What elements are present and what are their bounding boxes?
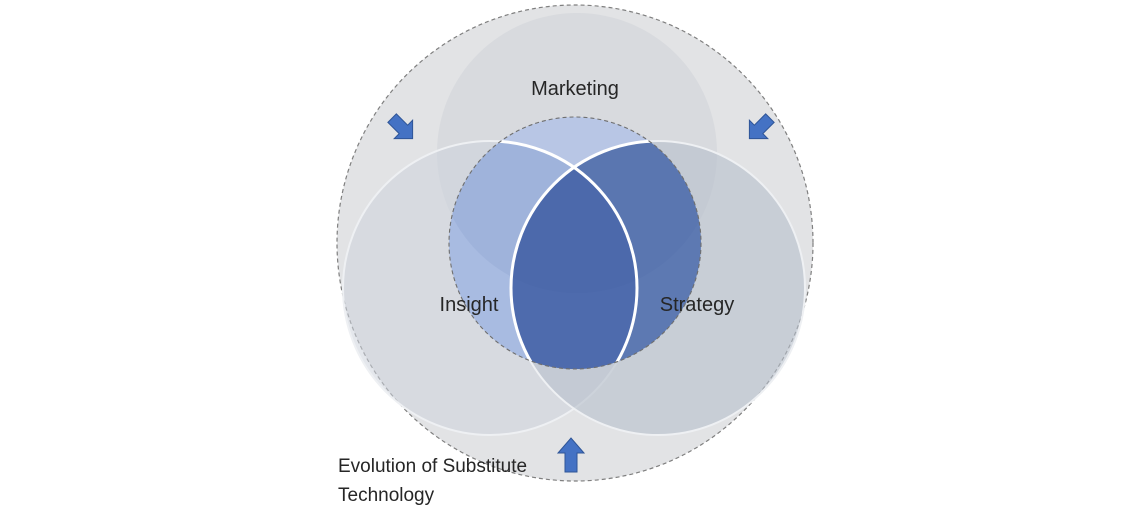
inner-overlap-group bbox=[448, 116, 702, 370]
strategy-label: Strategy bbox=[660, 294, 734, 316]
center-overlap-region bbox=[511, 141, 637, 369]
marketing-label: Marketing bbox=[531, 78, 619, 100]
arrow-up-icon bbox=[556, 437, 586, 473]
caption-line-2: Technology bbox=[338, 485, 435, 506]
inner-dashed-circle bbox=[448, 116, 702, 370]
arrow-down-left-icon bbox=[748, 113, 775, 140]
caption-line-1: Evolution of Substitute bbox=[338, 456, 527, 477]
arrow-down-right-icon bbox=[387, 113, 414, 140]
insight-label: Insight bbox=[440, 294, 499, 316]
